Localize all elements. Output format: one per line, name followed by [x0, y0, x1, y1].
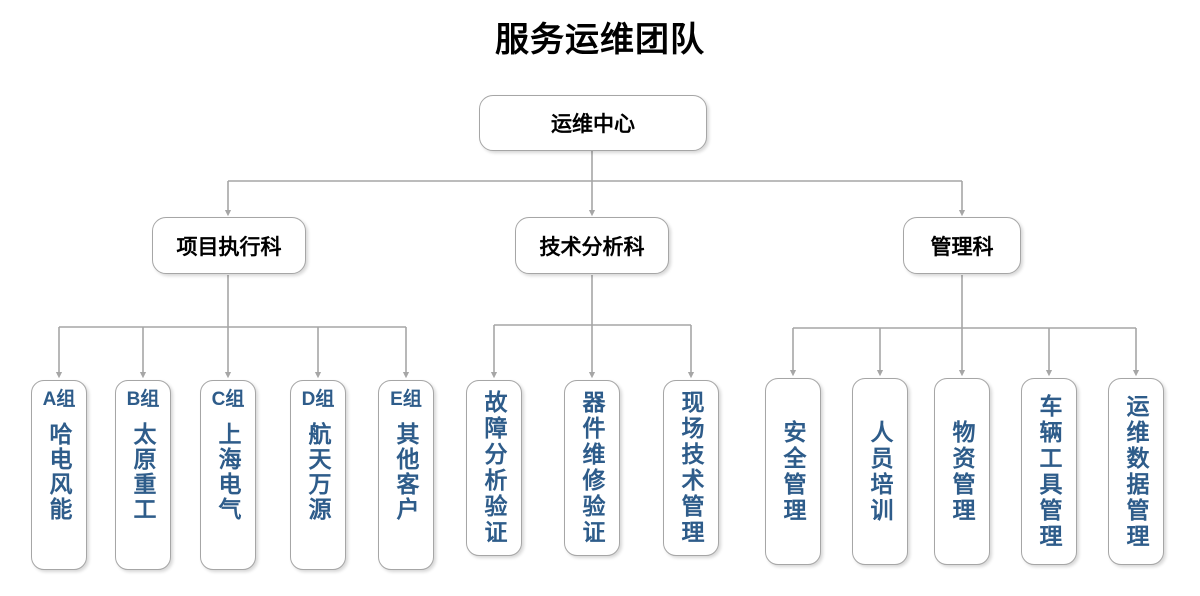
node-team-e-head: E组: [390, 389, 422, 410]
node-material-management-label: 物资管理: [949, 419, 976, 524]
node-team-b[interactable]: B组 太原重工: [115, 380, 171, 570]
node-dept-management[interactable]: 管理科: [903, 217, 1021, 274]
node-team-d[interactable]: D组 航天万源: [290, 380, 346, 570]
node-team-e-body: 其他客户: [393, 421, 420, 522]
node-component-repair-verification-label: 器件维修验证: [579, 390, 606, 546]
node-fault-analysis-verification-label: 故障分析验证: [481, 390, 508, 546]
node-dept-project-execution[interactable]: 项目执行科: [152, 217, 306, 274]
page-title: 服务运维团队: [495, 21, 705, 59]
node-om-data-management[interactable]: 运维数据管理: [1108, 378, 1164, 565]
node-root[interactable]: 运维中心: [479, 95, 707, 151]
node-team-e[interactable]: E组 其他客户: [378, 380, 434, 570]
node-root-label: 运维中心: [551, 113, 635, 136]
node-team-a-body: 哈电风能: [46, 421, 73, 522]
node-team-d-body: 航天万源: [305, 421, 332, 522]
node-safety-management-label: 安全管理: [780, 419, 807, 524]
node-dept-management-label: 管理科: [930, 235, 994, 259]
node-dept-technical-analysis-label: 技术分析科: [539, 235, 645, 259]
node-team-d-head: D组: [301, 389, 335, 410]
node-onsite-technical-management-label: 现场技术管理: [678, 390, 705, 546]
node-team-c-head: C组: [211, 389, 245, 410]
node-team-b-head: B组: [126, 389, 160, 410]
node-personnel-training[interactable]: 人员培训: [852, 378, 908, 565]
node-team-c[interactable]: C组 上海电气: [200, 380, 256, 570]
node-dept-technical-analysis[interactable]: 技术分析科: [515, 217, 669, 274]
node-personnel-training-label: 人员培训: [867, 419, 894, 524]
node-team-a[interactable]: A组 哈电风能: [31, 380, 87, 570]
node-onsite-technical-management[interactable]: 现场技术管理: [663, 380, 719, 556]
node-team-a-head: A组: [42, 389, 76, 410]
node-vehicle-tool-management-label: 车辆工具管理: [1036, 393, 1063, 550]
node-material-management[interactable]: 物资管理: [934, 378, 990, 565]
node-om-data-management-label: 运维数据管理: [1123, 393, 1150, 550]
node-safety-management[interactable]: 安全管理: [765, 378, 821, 565]
node-team-c-body: 上海电气: [215, 421, 242, 522]
node-component-repair-verification[interactable]: 器件维修验证: [564, 380, 620, 556]
node-dept-project-execution-label: 项目执行科: [176, 235, 282, 259]
node-team-b-body: 太原重工: [130, 421, 157, 522]
node-vehicle-tool-management[interactable]: 车辆工具管理: [1021, 378, 1077, 565]
node-fault-analysis-verification[interactable]: 故障分析验证: [466, 380, 522, 556]
